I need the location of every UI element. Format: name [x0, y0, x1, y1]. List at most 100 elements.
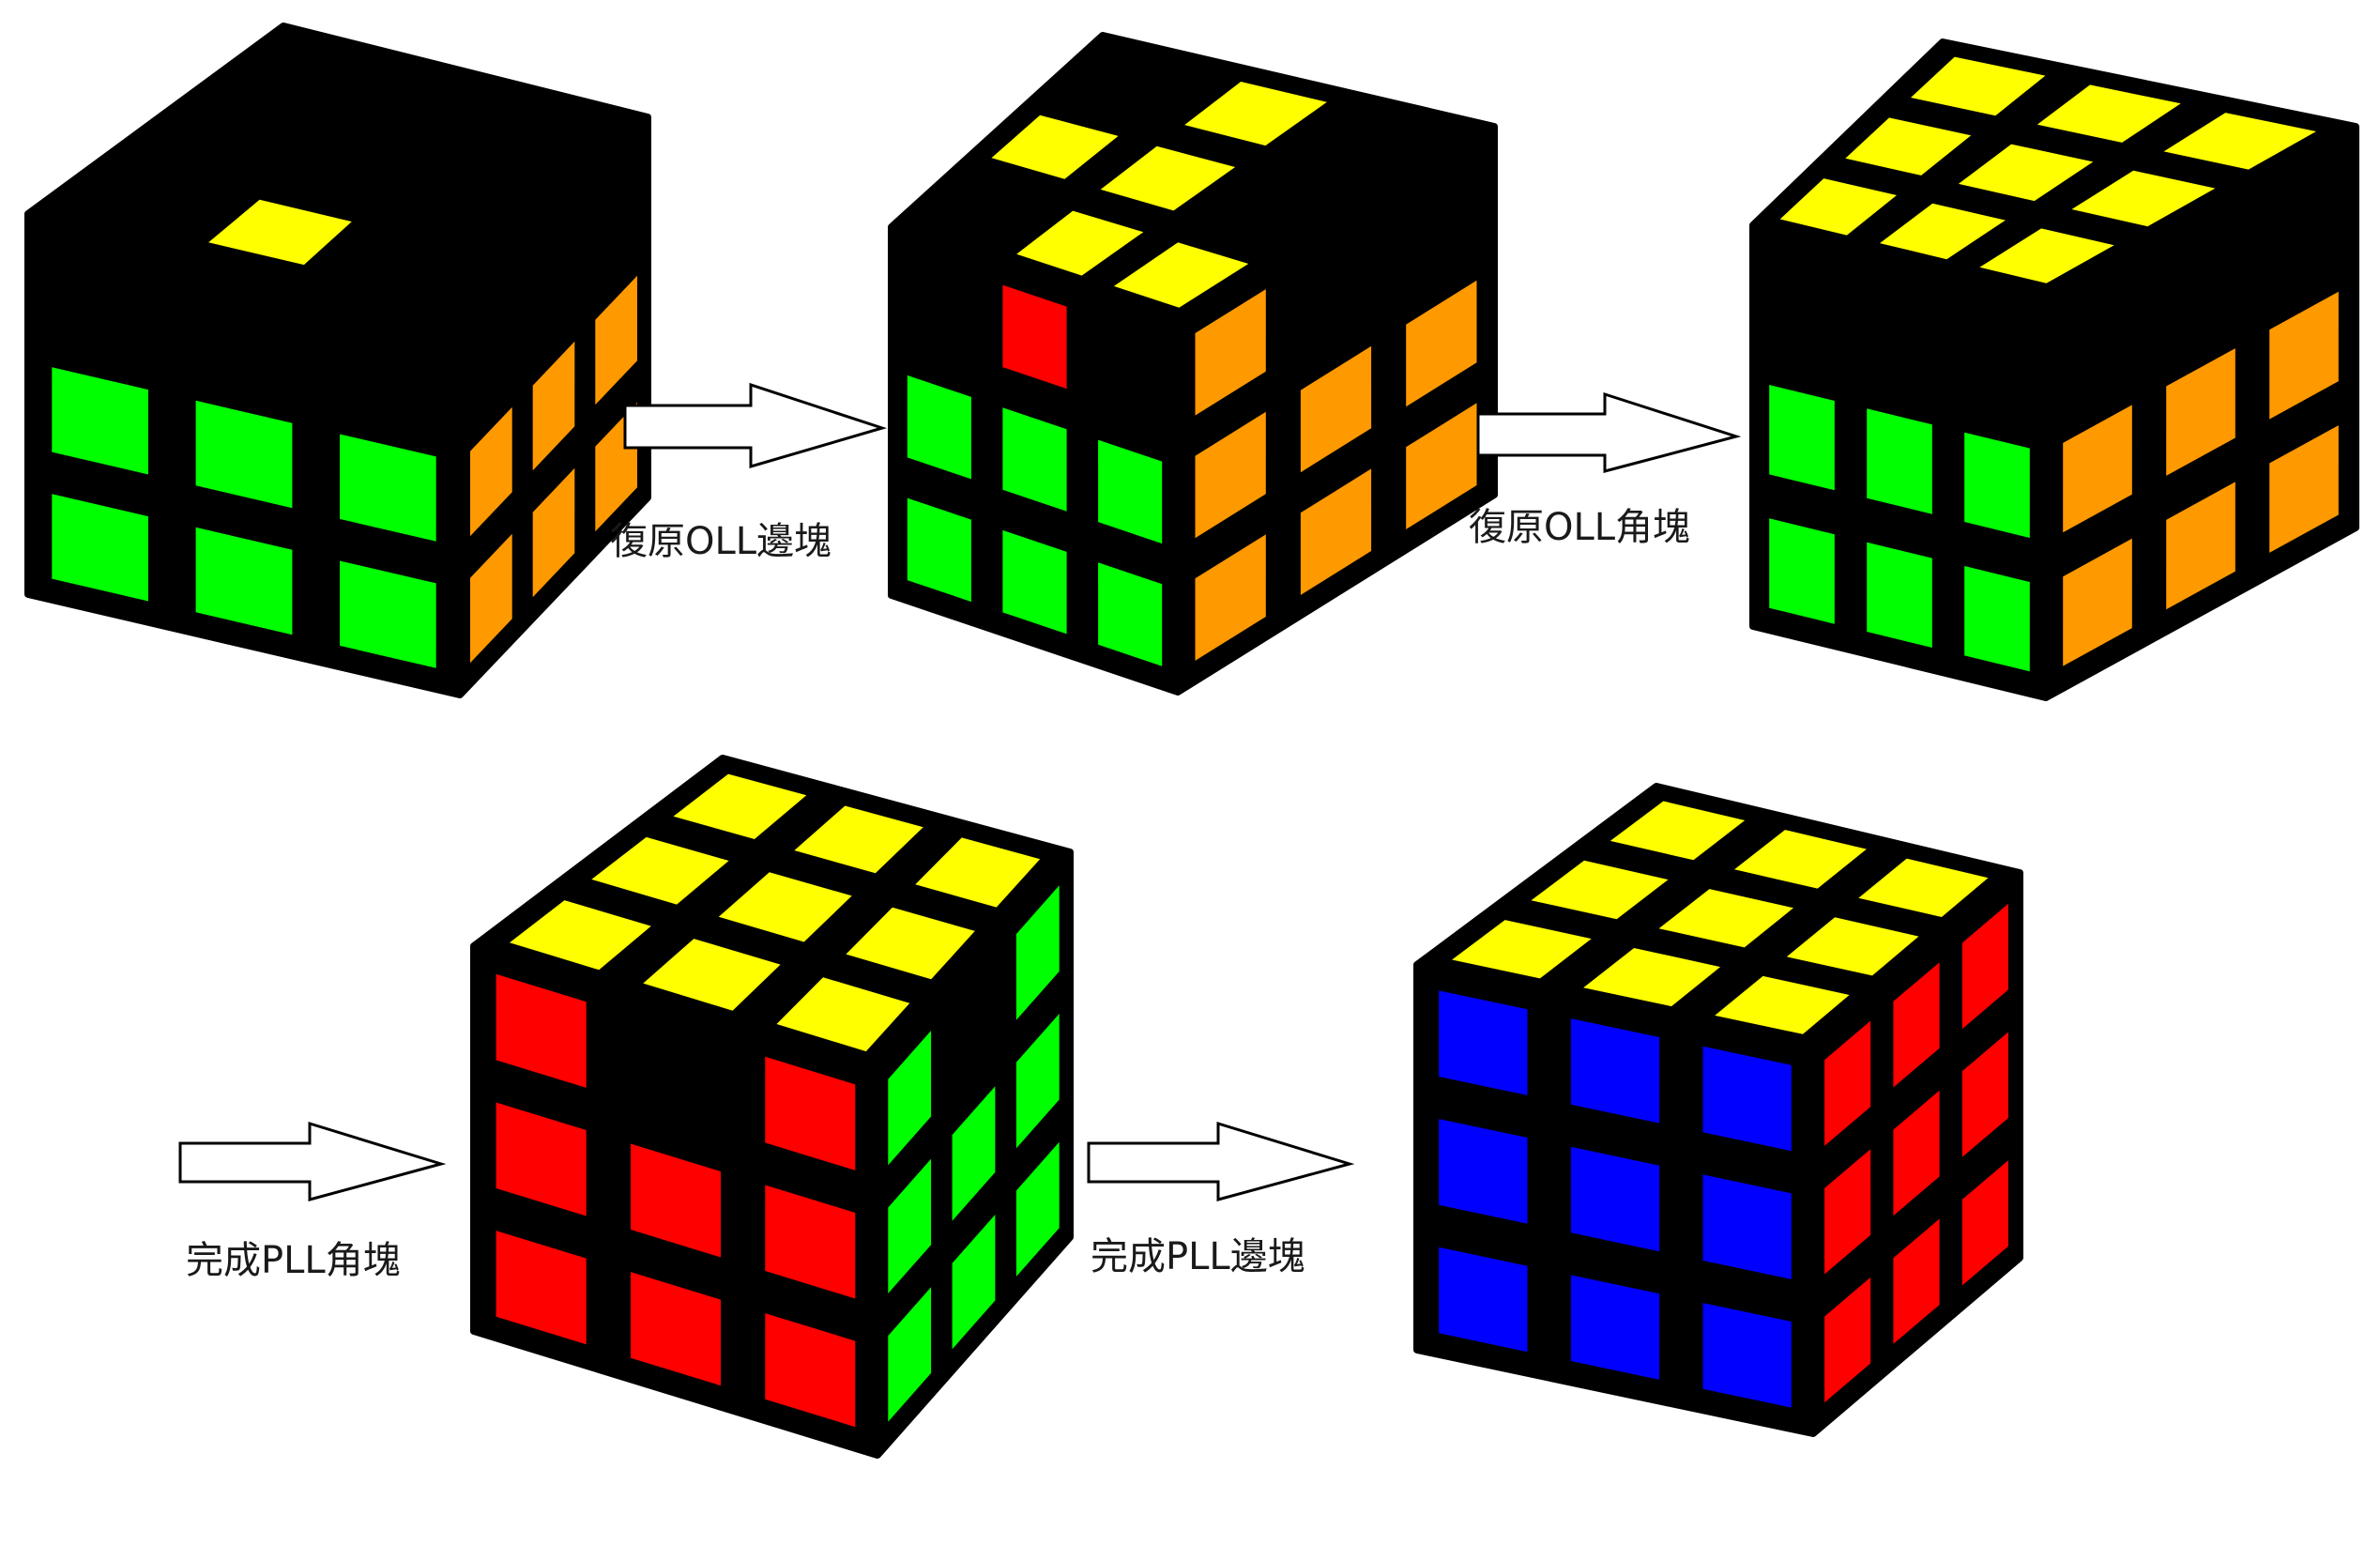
sticker — [1016, 210, 1144, 276]
arrow-icon — [178, 1121, 447, 1201]
sticker — [631, 1272, 721, 1386]
sticker — [340, 307, 436, 415]
sticker — [340, 560, 436, 668]
sticker — [149, 104, 294, 168]
sticker — [2269, 291, 2339, 420]
sticker — [1964, 432, 2030, 538]
sticker — [195, 400, 293, 509]
sticker — [1702, 1174, 1792, 1279]
sticker — [991, 115, 1119, 179]
sticker — [907, 497, 971, 603]
sticker — [595, 148, 637, 279]
sticker — [718, 872, 852, 942]
sticker — [2063, 405, 2132, 533]
sticker — [765, 1056, 856, 1170]
sticker — [1845, 117, 1972, 176]
arrow-icon — [1087, 1121, 1355, 1201]
sticker — [1610, 801, 1746, 861]
sticker — [1570, 1275, 1660, 1380]
sticker — [1098, 562, 1163, 666]
sticker — [591, 836, 729, 905]
cube-outline — [470, 755, 1074, 1459]
sticker — [1964, 298, 2030, 405]
sticker — [496, 973, 587, 1088]
sticker — [888, 1158, 932, 1293]
sticker — [1015, 1141, 1060, 1277]
sticker — [952, 957, 996, 1093]
sticker — [1734, 830, 1867, 889]
sticker — [1964, 566, 2030, 672]
sticker — [1867, 408, 1932, 514]
sticker — [595, 275, 637, 405]
sticker — [1769, 518, 1835, 624]
sticker — [1893, 1090, 1940, 1216]
sticker — [284, 135, 423, 201]
sticker — [952, 1215, 996, 1350]
sticker — [915, 837, 1041, 908]
sticker — [1961, 1032, 2008, 1157]
step-label: 完成PLL邊塊 — [1091, 1235, 1305, 1278]
sticker — [907, 375, 971, 480]
sticker — [1911, 56, 2046, 116]
sticker — [1867, 542, 1932, 648]
sticker — [2166, 214, 2235, 343]
sticker — [2063, 538, 2132, 666]
step-label: 復原OLL角塊 — [1469, 506, 1690, 549]
sticker — [643, 939, 781, 1011]
sticker — [1100, 145, 1236, 211]
sticker — [765, 1185, 856, 1299]
sticker — [1300, 345, 1372, 473]
sticker — [888, 1031, 932, 1166]
sticker — [673, 773, 807, 839]
sticker — [52, 494, 148, 602]
sticker — [496, 1102, 587, 1216]
sticker — [340, 434, 436, 542]
sticker — [1406, 280, 1477, 407]
sticker — [1452, 920, 1592, 979]
sticker — [1893, 1218, 1940, 1344]
sticker — [1570, 1146, 1660, 1252]
sticker — [52, 240, 148, 348]
sticker — [1015, 1014, 1060, 1149]
cube-2 — [888, 32, 1498, 696]
sticker — [1195, 534, 1266, 661]
sticker — [1531, 860, 1669, 920]
sticker — [1570, 1018, 1660, 1124]
sticker — [631, 1143, 721, 1258]
sticker — [1195, 289, 1266, 416]
sticker — [919, 178, 1039, 244]
sticker — [52, 367, 148, 475]
sticker — [2166, 482, 2235, 610]
sticker — [1195, 411, 1266, 539]
sticker — [1769, 385, 1835, 491]
sticker — [1658, 889, 1793, 948]
sticker — [1824, 1020, 1871, 1146]
sticker — [195, 527, 293, 635]
sticker — [1880, 203, 2006, 260]
sticker — [1961, 903, 2008, 1030]
sticker — [1002, 529, 1067, 635]
sticker — [1002, 407, 1067, 512]
sticker — [1300, 223, 1372, 350]
sticker — [532, 467, 575, 598]
sticker — [1779, 178, 1897, 236]
sticker — [488, 102, 618, 167]
sticker — [420, 167, 554, 233]
sticker — [1002, 284, 1067, 390]
sticker — [1184, 82, 1327, 146]
cube-1 — [24, 23, 651, 698]
sticker — [470, 406, 512, 537]
sticker — [470, 280, 512, 410]
sticker — [1113, 242, 1249, 308]
sticker — [1867, 275, 1932, 381]
cube-5 — [1413, 783, 2023, 1437]
sticker — [496, 1231, 587, 1345]
sticker — [208, 199, 352, 266]
sticker — [1769, 251, 1835, 357]
sticker — [1304, 112, 1456, 176]
sticker — [1702, 1046, 1792, 1152]
sticker — [1824, 1277, 1871, 1403]
sticker — [2063, 271, 2132, 399]
sticker — [1098, 439, 1163, 544]
sticker — [510, 900, 651, 971]
